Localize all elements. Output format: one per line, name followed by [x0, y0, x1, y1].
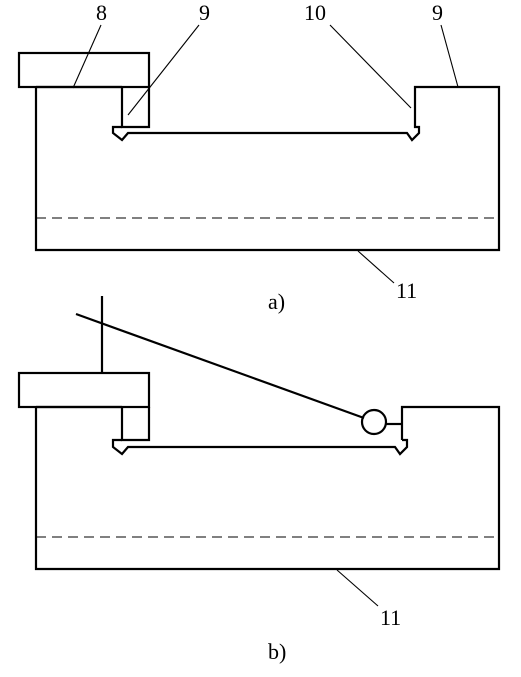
plate-part-8-b — [17, 371, 151, 409]
leader-9-left — [127, 24, 200, 116]
callout-9-right: 9 — [432, 0, 443, 25]
plate-part-8 — [17, 51, 151, 89]
roller-circle — [360, 408, 388, 436]
callout-8: 8 — [96, 0, 107, 25]
caption-b: b) — [268, 639, 286, 664]
caption-a: a) — [268, 289, 285, 314]
lever-arm — [75, 312, 365, 420]
clamp-leg-left — [120, 87, 151, 129]
figure-b: 11 b) — [17, 296, 501, 664]
base-body-11 — [34, 85, 501, 252]
strip-part-10-b — [111, 438, 409, 456]
leader-8 — [72, 24, 102, 89]
leader-11-b — [336, 569, 379, 607]
strip-part-10 — [111, 108, 421, 142]
callout-10: 10 — [304, 0, 326, 25]
leader-11-a — [357, 250, 395, 284]
callout-11-b: 11 — [380, 605, 401, 630]
figure-a: 8 9 10 9 11 a) — [17, 0, 501, 314]
callout-9-left: 9 — [199, 0, 210, 25]
callout-11-a: 11 — [396, 278, 417, 303]
leader-9-right — [440, 24, 459, 88]
base-body-11-b — [34, 405, 501, 571]
clamp-leg-left-b — [120, 407, 151, 442]
leader-10 — [329, 24, 412, 109]
